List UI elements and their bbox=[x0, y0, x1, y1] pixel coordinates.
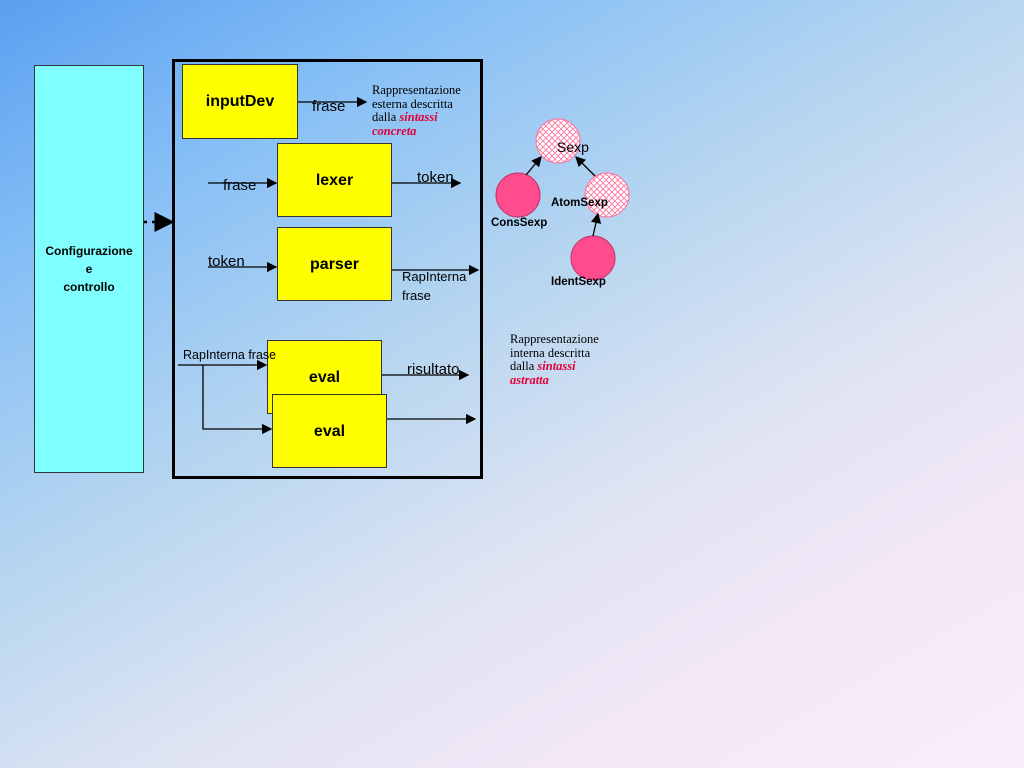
identsexp-to-atomsexp-arrow bbox=[590, 212, 602, 237]
parser-module: parser bbox=[277, 227, 392, 301]
conssexp-label: ConsSexp bbox=[491, 217, 548, 229]
concrete-syntax-note: Rappresentazione esterna descritta dalla… bbox=[372, 83, 461, 138]
rapinterna-frase-input-label: RapInterna frase bbox=[183, 348, 277, 362]
token-output-label: token bbox=[417, 169, 454, 186]
sexp-node bbox=[535, 118, 581, 164]
config-panel-label: Configurazione e controllo bbox=[45, 244, 133, 294]
risultato-label: risultato bbox=[407, 361, 460, 378]
atomsexp-to-sexp-arrow bbox=[575, 156, 596, 177]
frase-output-label: frase bbox=[312, 98, 346, 115]
lexer-module: lexer bbox=[277, 143, 392, 217]
token-input-label: token bbox=[208, 253, 245, 270]
atomsexp-node bbox=[584, 172, 630, 218]
rapinterna-eval2-branch bbox=[202, 365, 273, 435]
frase-input-label: frase bbox=[223, 177, 257, 194]
sexp-label: Sexp bbox=[557, 139, 589, 155]
identsexp-label: IdentSexp bbox=[551, 276, 606, 288]
config-panel: Configurazione e controllo bbox=[34, 65, 144, 473]
rapinterna-output-label: RapInterna frase bbox=[402, 269, 467, 303]
atomsexp-label: AtomSexp bbox=[551, 197, 608, 209]
inputdev-module: inputDev bbox=[182, 64, 298, 139]
eval-module-2: eval bbox=[272, 394, 387, 468]
conssexp-node bbox=[495, 172, 541, 218]
abstract-syntax-note: Rappresentazione interna descritta dalla… bbox=[510, 332, 599, 387]
conssexp-to-sexp-arrow bbox=[525, 156, 542, 176]
system-container bbox=[172, 59, 483, 479]
